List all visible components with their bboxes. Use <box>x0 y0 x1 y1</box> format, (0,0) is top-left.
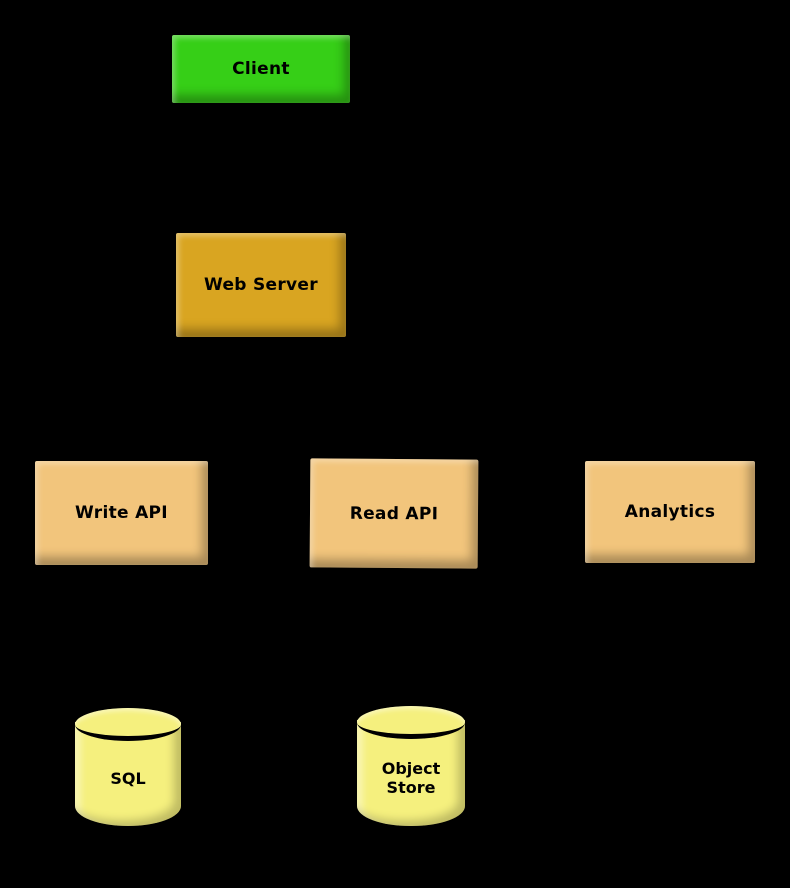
node-analytics: Analytics <box>585 461 755 563</box>
sql-cylinder-top <box>75 708 181 741</box>
database-object-store-label: Object Store <box>381 758 441 797</box>
node-read-api-label: Read API <box>349 503 439 524</box>
node-web-server-label: Web Server <box>204 275 318 295</box>
database-sql-label: SQL <box>110 769 146 789</box>
node-write-api-label: Write API <box>75 503 168 523</box>
node-analytics-label: Analytics <box>624 502 716 522</box>
node-web-server: Web Server <box>176 233 346 337</box>
object-store-cylinder-top <box>357 706 465 739</box>
node-client-label: Client <box>232 59 290 79</box>
node-client: Client <box>172 35 350 103</box>
database-object-store: Object Store <box>357 706 465 826</box>
node-read-api: Read API <box>309 458 479 569</box>
database-sql: SQL <box>75 708 181 826</box>
node-write-api: Write API <box>35 461 208 565</box>
